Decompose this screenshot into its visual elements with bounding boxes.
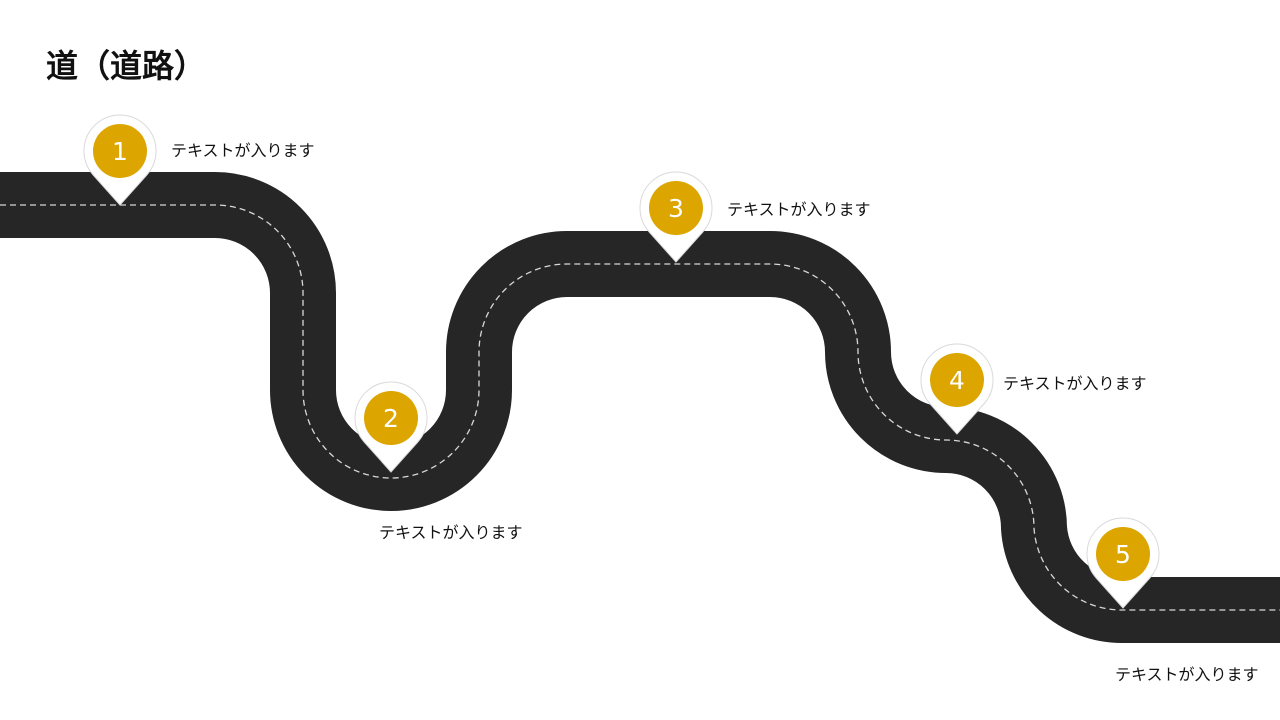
- milestone-pin-1: 1: [83, 114, 157, 206]
- step-number: 1: [112, 137, 128, 166]
- step-number-badge: [364, 391, 418, 445]
- step-number-badge: [649, 181, 703, 235]
- step-1-text: テキストが入ります: [171, 141, 315, 160]
- step-4-text: テキストが入ります: [1003, 374, 1147, 393]
- step-number: 4: [949, 366, 965, 395]
- milestone-pin-2: 2: [354, 381, 428, 473]
- step-number-badge: [1096, 527, 1150, 581]
- step-2-text: テキストが入ります: [379, 523, 523, 542]
- step-number-badge: [930, 353, 984, 407]
- milestone-pin-5: 5: [1086, 517, 1160, 609]
- milestone-pin-3: 3: [639, 171, 713, 263]
- milestone-markers: 1 2 3 4 5: [83, 114, 1160, 609]
- step-number: 2: [383, 404, 399, 433]
- page-title: 道（道路）: [46, 47, 207, 85]
- step-5-text: テキストが入ります: [1115, 665, 1259, 684]
- lane-marking: [0, 204, 1280, 611]
- step-3-text: テキストが入ります: [727, 200, 871, 219]
- step-number: 3: [668, 194, 684, 223]
- milestone-pin-4: 4: [920, 343, 994, 435]
- step-number-badge: [93, 124, 147, 178]
- step-number: 5: [1115, 540, 1131, 569]
